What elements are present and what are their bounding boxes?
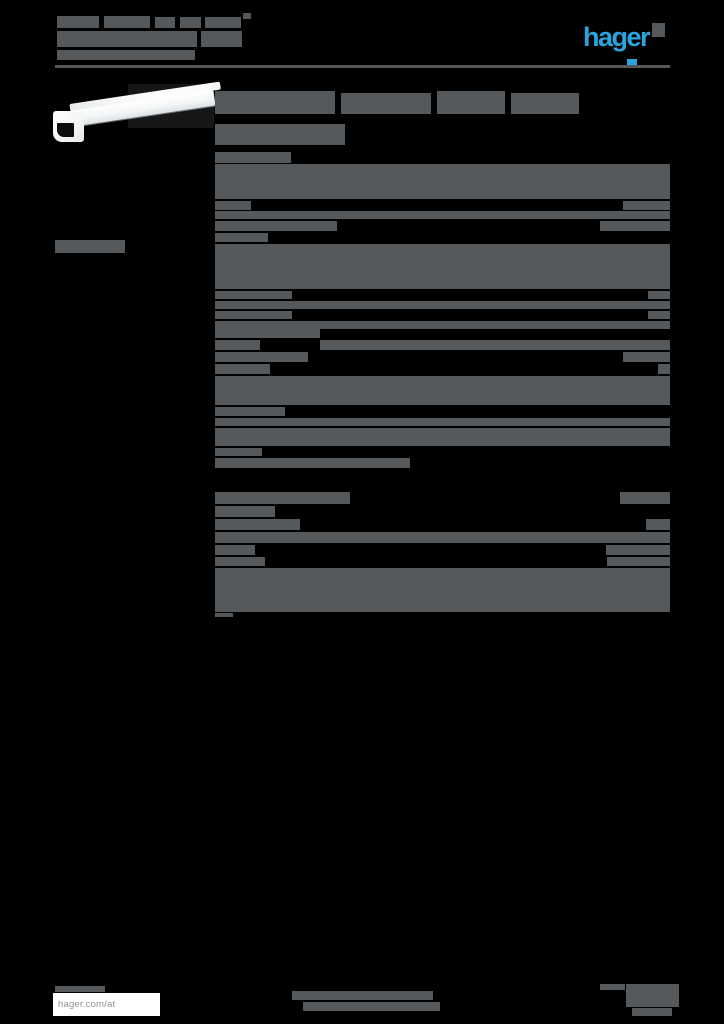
footer-text-bar — [292, 991, 433, 1000]
spec-table-text-bar — [648, 311, 670, 319]
footer-text-bar — [55, 986, 105, 992]
spec-table-text-bar — [600, 221, 670, 231]
spec-table-text-bar — [215, 321, 670, 329]
website-link[interactable]: hager.com/at — [53, 993, 160, 1016]
logo-registered-mark — [652, 23, 666, 37]
logo-accent-mark — [627, 59, 637, 65]
spec-table-text-bar — [215, 458, 410, 468]
address-text-bar — [57, 31, 197, 47]
spec-table-text-bar — [623, 352, 670, 362]
address-text-bar — [57, 50, 195, 60]
spec-table-text-bar — [215, 557, 265, 566]
address-text-bar — [201, 31, 242, 47]
spec-table-text-bar — [215, 352, 308, 362]
footer-text-bar — [626, 984, 679, 1007]
spec-table-text-bar — [215, 568, 670, 612]
product-duct-endcap — [53, 111, 84, 142]
title-text-bar — [215, 152, 291, 163]
address-text-bar — [155, 17, 175, 28]
header-divider — [55, 65, 670, 68]
spec-table-text-bar — [658, 364, 670, 374]
address-text-bar — [104, 16, 150, 28]
spec-table-text-bar — [215, 448, 262, 456]
hager-logo-text: hager — [583, 22, 651, 52]
spec-table-text-bar — [320, 340, 670, 350]
title-text-bar — [341, 93, 431, 114]
spec-table-text-bar — [215, 340, 260, 350]
address-text-bar — [180, 17, 201, 28]
spec-table-text-bar — [215, 311, 292, 319]
spec-table-text-bar — [215, 221, 337, 231]
product-image — [50, 81, 221, 154]
spec-table-text-bar — [215, 506, 275, 517]
sidebar-label-bar — [55, 240, 125, 253]
spec-table-text-bar — [215, 613, 233, 617]
spec-table-text-bar — [215, 545, 255, 555]
spec-table-text-bar — [648, 291, 670, 299]
address-text-bar — [205, 17, 241, 28]
footer-text-bar — [600, 984, 625, 990]
spec-table-text-bar — [215, 301, 670, 309]
spec-table-text-bar — [215, 519, 300, 530]
spec-table-text-bar — [215, 364, 270, 374]
spec-table-text-bar — [215, 211, 670, 219]
spec-table-text-bar — [623, 201, 670, 210]
title-text-bar — [215, 124, 345, 145]
spec-table-text-bar — [606, 545, 670, 555]
footer-text-bar — [303, 1002, 440, 1011]
spec-table-text-bar — [620, 492, 670, 504]
footer-text-bar — [632, 1008, 672, 1016]
title-text-bar — [215, 91, 335, 114]
spec-table-text-bar — [215, 244, 670, 289]
spec-table-text-bar — [215, 532, 670, 543]
spec-table-text-bar — [215, 329, 320, 338]
spec-table-text-bar — [215, 418, 670, 426]
spec-table-text-bar — [215, 233, 268, 242]
spec-table-text-bar — [215, 201, 251, 210]
website-text: hager.com/at — [58, 999, 116, 1010]
spec-table-text-bar — [607, 557, 670, 566]
spec-table-text-bar — [215, 291, 292, 299]
spec-table-text-bar — [215, 428, 670, 446]
title-text-bar — [511, 93, 579, 114]
address-text-bar — [57, 16, 99, 28]
address-text-bar — [243, 13, 251, 19]
spec-table-text-bar — [215, 492, 350, 504]
product-duct-channel-opening — [57, 123, 74, 137]
title-text-bar — [437, 91, 505, 114]
spec-table-text-bar — [646, 519, 670, 530]
spec-table-text-bar — [215, 164, 670, 199]
spec-table-text-bar — [215, 407, 285, 416]
spec-table-text-bar — [215, 376, 670, 405]
hager-logo: hager — [583, 22, 666, 52]
